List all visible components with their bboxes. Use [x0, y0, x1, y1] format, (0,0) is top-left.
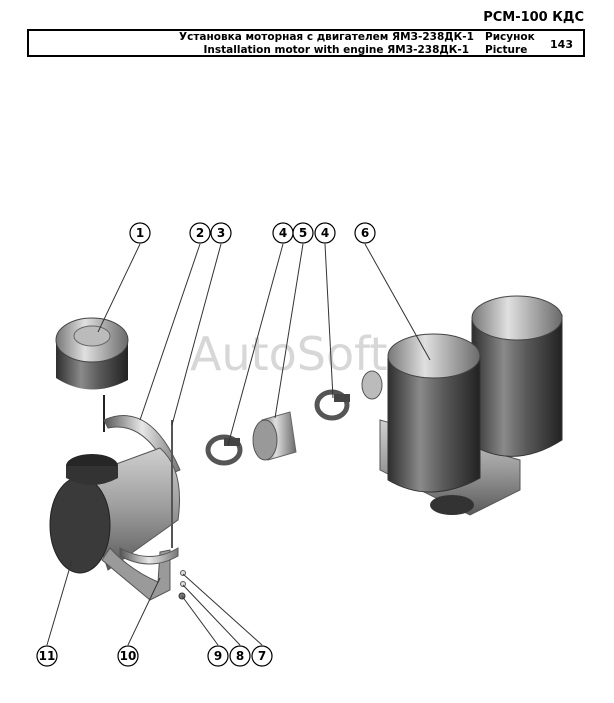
title-russian: Установка моторная с двигателем ЯМЗ-238Д…: [179, 31, 474, 43]
callouts: 1 2 3 4 5 4 6 11: [36, 222, 376, 667]
part-air-cleaner-housing: [49, 447, 181, 574]
callout-3: 3: [210, 222, 232, 244]
leader-lines: [46, 243, 431, 646]
title-english: Installation motor with engine ЯМЗ-238ДК…: [203, 44, 469, 56]
part-hose-clamp-left: [205, 434, 243, 466]
svg-text:7: 7: [258, 649, 266, 663]
callout-1: 1: [129, 222, 151, 244]
svg-text:9: 9: [214, 649, 222, 663]
callout-4-left: 4: [272, 222, 294, 244]
svg-text:4: 4: [321, 226, 329, 240]
svg-text:2: 2: [196, 226, 204, 240]
watermark: AutoSoft: [190, 327, 388, 381]
part-connecting-hose: [252, 411, 297, 461]
picture-label-english: Picture: [485, 44, 528, 56]
title-block: Установка моторная с двигателем ЯМЗ-238Д…: [27, 29, 585, 57]
callout-7: 7: [251, 645, 273, 667]
part-washer: [180, 570, 186, 576]
part-lock-washer: [180, 581, 186, 587]
svg-text:1: 1: [136, 226, 144, 240]
callout-10: 10: [117, 645, 139, 667]
callout-4-right: 4: [314, 222, 336, 244]
svg-text:5: 5: [299, 226, 307, 240]
part-support-bracket: [101, 547, 179, 601]
part-hose-clamp-right: [314, 389, 350, 421]
document-code: РСМ-100 КДС: [483, 10, 584, 25]
callout-8: 8: [229, 645, 251, 667]
svg-text:3: 3: [217, 226, 225, 240]
svg-text:4: 4: [279, 226, 287, 240]
svg-text:8: 8: [236, 649, 244, 663]
part-precleaner-cap: [55, 317, 129, 432]
svg-text:10: 10: [120, 649, 137, 663]
svg-text:11: 11: [39, 649, 56, 663]
callout-5: 5: [292, 222, 314, 244]
callout-2: 2: [189, 222, 211, 244]
picture-number: 143: [550, 38, 573, 51]
part-twin-air-filter-unit: [361, 295, 563, 516]
callout-11: 11: [36, 645, 58, 667]
callout-9: 9: [207, 645, 229, 667]
callout-6: 6: [354, 222, 376, 244]
picture-label-russian: Рисунок: [485, 31, 535, 43]
svg-text:6: 6: [361, 226, 369, 240]
